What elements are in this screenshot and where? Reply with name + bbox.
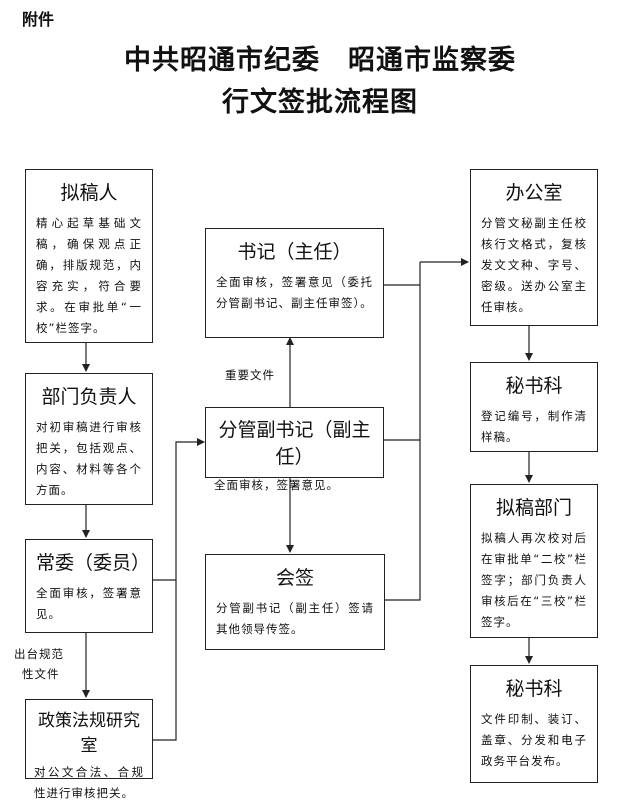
node-title: 拟稿人 xyxy=(60,182,118,204)
node-policy-office: 政策法规研究室 对公文合法、合规性进行审核把关。 xyxy=(25,699,153,800)
node-countersign: 会签 分管副书记（副主任）签请其他领导传签。 xyxy=(205,554,385,650)
node-title: 分管副书记（副主任） xyxy=(218,419,371,468)
node-standing-committee: 常委（委员） 全面审核，签署意见。 xyxy=(25,539,153,633)
connector-policy-to-trunk xyxy=(153,580,177,741)
node-description: 登记编号，制作清样稿。 xyxy=(481,409,587,444)
page-subtitle: 行文签批流程图 xyxy=(222,87,418,118)
edge-label-important-docs: 重要文件 xyxy=(225,368,275,382)
node-description: 分管副书记（副主任）签请其他领导传签。 xyxy=(216,601,374,636)
connector-countersign-out xyxy=(385,262,421,601)
node-description: 拟稿人再次校对后在审批单“二校”栏签字；部门负责人审核后在“三校”栏签字。 xyxy=(481,531,587,629)
node-description: 分管文秘副主任校核行文格式，复核发文文种、字号、密级。送办公室主任审核。 xyxy=(481,216,587,314)
node-secretary: 书记（主任） 全面审核，签署意见（委托分管副书记、副主任审签）。 xyxy=(205,228,384,338)
node-title: 政策法规研究室 xyxy=(38,711,140,756)
node-description: 文件印制、装订、盖章、分发和电子政务平台发布。 xyxy=(481,712,587,768)
page-title: 中共昭通市纪委 昭通市监察委 xyxy=(124,45,516,76)
node-description: 对初审稿进行审核把关，包括观点、内容、材料等各个方面。 xyxy=(36,420,142,497)
node-drafter: 拟稿人 精心起草基础文稿，确保观点正确，排版规范，内容充实，符合要求。在审批单“… xyxy=(25,169,153,343)
node-description: 对公文合法、合规性进行审核把关。 xyxy=(34,765,144,800)
node-secretariat-2: 秘书科 文件印制、装订、盖章、分发和电子政务平台发布。 xyxy=(470,665,598,783)
node-dept-head: 部门负责人 对初审稿进行审核把关，包括观点、内容、材料等各个方面。 xyxy=(25,373,153,505)
edge-label-regulatory-docs-line1: 出台规范 xyxy=(14,647,64,661)
edge-label-regulatory-docs-line2: 性文件 xyxy=(22,667,60,681)
node-title: 部门负责人 xyxy=(41,386,137,408)
node-secretariat-1: 秘书科 登记编号，制作清样稿。 xyxy=(470,362,598,452)
node-description: 全面审核，签署意见（委托分管副书记、副主任审签）。 xyxy=(216,275,373,310)
node-title: 会签 xyxy=(275,567,314,589)
node-title: 秘书科 xyxy=(505,375,563,397)
node-title: 办公室 xyxy=(505,182,563,204)
node-title: 秘书科 xyxy=(505,678,563,700)
node-description: 精心起草基础文稿，确保观点正确，排版规范，内容充实，符合要求。在审批单“一校”栏… xyxy=(36,216,142,335)
node-description: 全面审核，签署意见。 xyxy=(36,586,142,621)
node-title: 书记（主任） xyxy=(237,241,352,263)
node-drafting-dept: 拟稿部门 拟稿人再次校对后在审批单“二校”栏签字；部门负责人审核后在“三校”栏签… xyxy=(470,484,598,638)
attachment-label: 附件 xyxy=(22,10,55,29)
node-deputy-secretary: 分管副书记（副主任） 全面审核，签署意见。 xyxy=(205,407,384,492)
node-office: 办公室 分管文秘副主任校核行文格式，复核发文文种、字号、密级。送办公室主任审核。 xyxy=(470,169,598,326)
arrow-to-deputy xyxy=(153,438,205,581)
node-title: 常委（委员） xyxy=(36,552,151,574)
node-description: 全面审核，签署意见。 xyxy=(214,478,339,492)
node-title: 拟稿部门 xyxy=(495,497,572,519)
